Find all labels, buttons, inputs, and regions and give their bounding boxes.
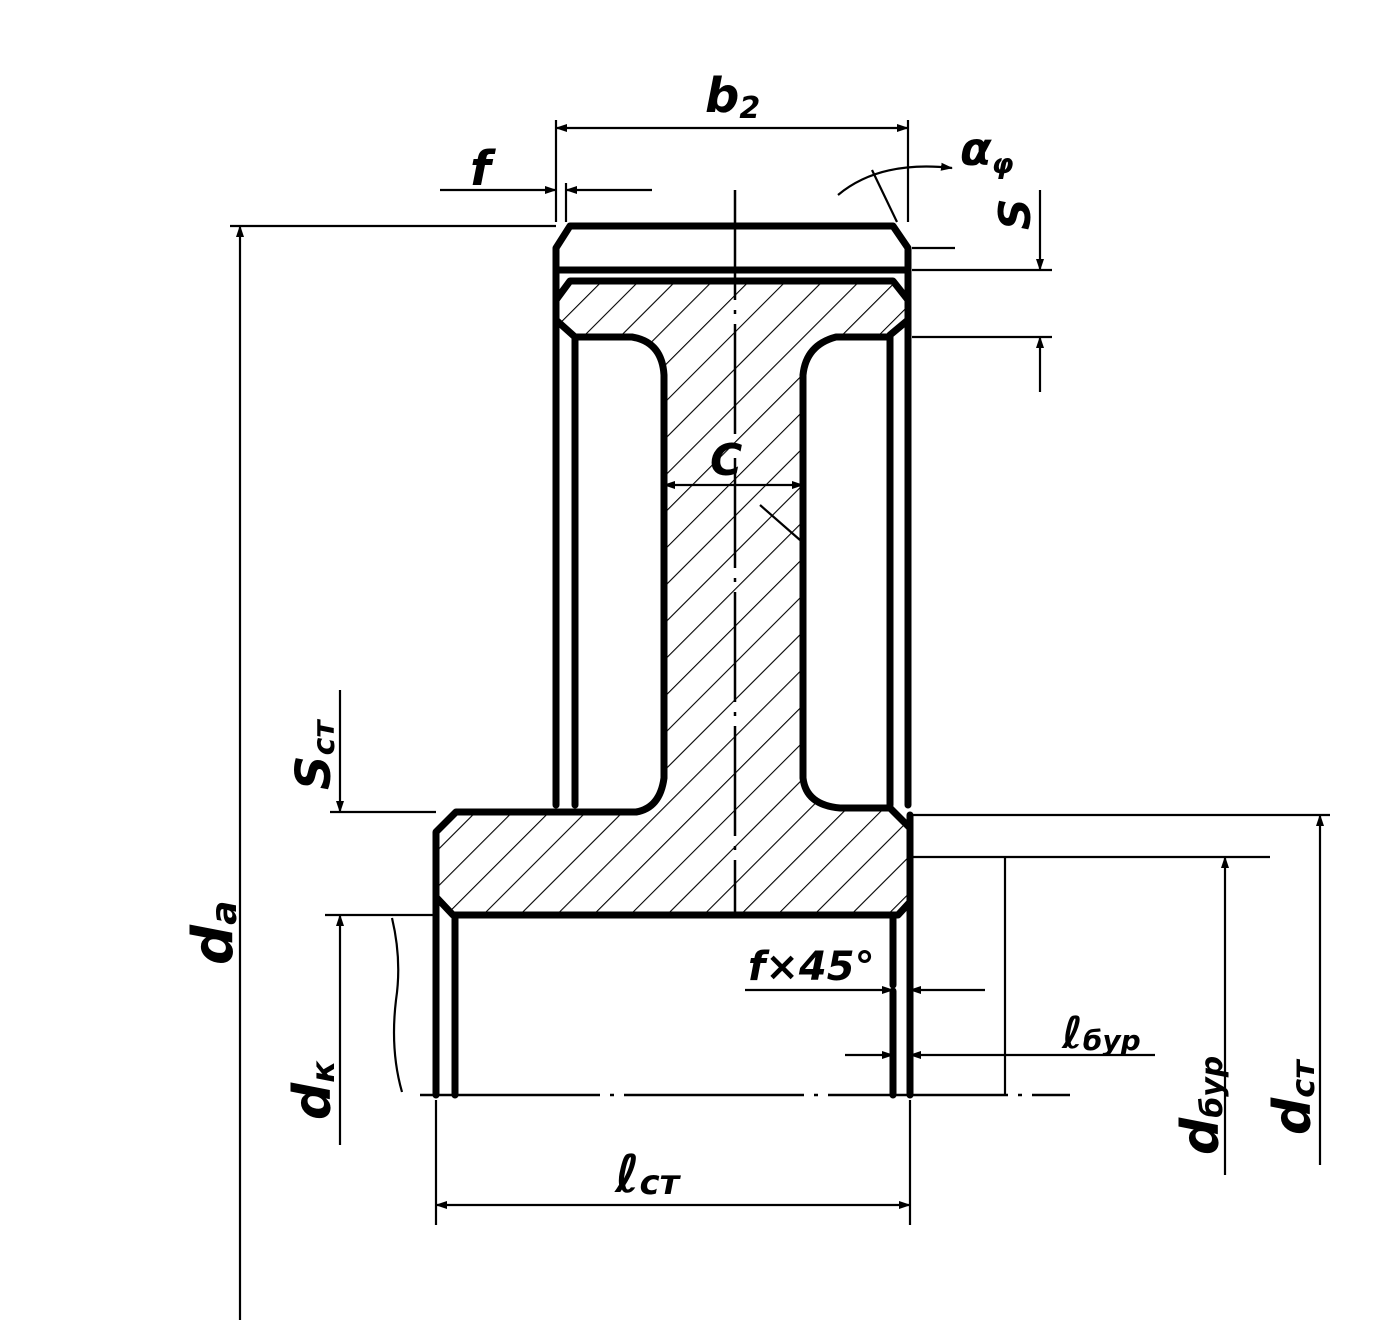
label-dk: dк <box>283 1060 343 1120</box>
center-lines <box>420 190 1070 1097</box>
break-line <box>390 917 404 1093</box>
dimension-labels: b2 f αφ S C Sст da dк f×45° ℓбур dбур dс… <box>181 68 1323 1205</box>
label-f-top: f <box>470 141 496 197</box>
rim-inner-boundary <box>552 277 912 341</box>
dimension-lines <box>236 124 1324 1320</box>
label-d-st: dст <box>1263 1058 1323 1135</box>
part-outline <box>432 222 914 1099</box>
label-s: S <box>990 198 1041 230</box>
label-b2: b2 <box>705 68 760 126</box>
left-pocket-outline <box>571 333 668 816</box>
label-l-bur: ℓбур <box>1061 1008 1141 1059</box>
label-f-chamfer: f×45° <box>748 944 875 990</box>
dim-alpha-phi-arc <box>837 162 953 196</box>
hub-outline <box>432 808 640 1099</box>
right-pocket-outline <box>799 333 894 812</box>
label-d-bur: dбур <box>1171 1056 1231 1155</box>
rim-top-outline <box>552 222 912 809</box>
label-l-st: ℓст <box>614 1145 682 1205</box>
section-hatch <box>436 281 910 915</box>
label-c: C <box>710 435 742 486</box>
label-da: da <box>181 901 246 965</box>
label-s-st: Sст <box>286 719 342 790</box>
label-alpha-phi: αφ <box>960 122 1014 180</box>
